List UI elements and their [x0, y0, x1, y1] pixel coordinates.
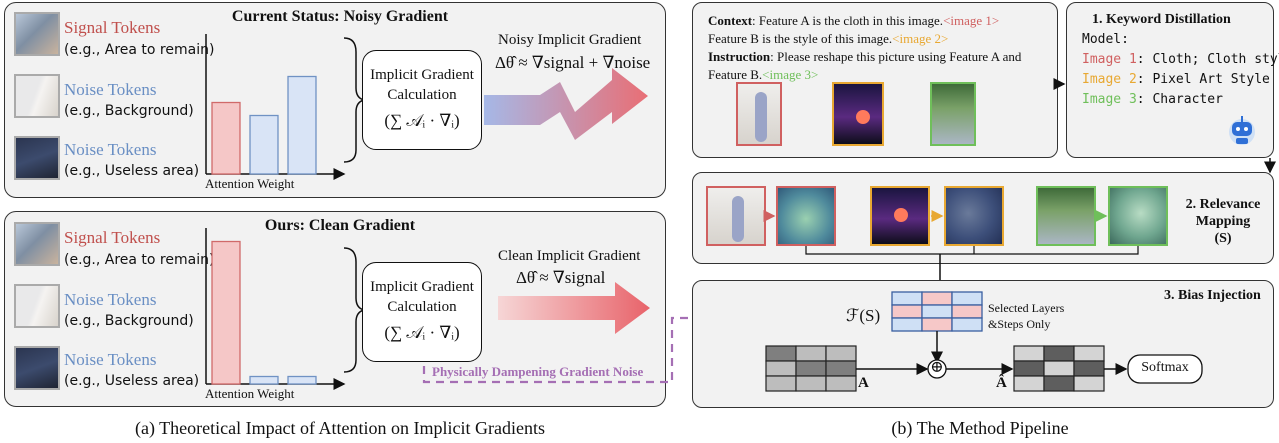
selected-layers-label: Selected Layers &Steps Only — [988, 300, 1064, 332]
noisy-calc-line1: Implicit Gradient — [370, 67, 474, 83]
noise-token-thumb-useless-ours — [14, 346, 60, 390]
instruction-text: : Please reshape this picture using Feat… — [708, 49, 1022, 82]
relevance-map-2 — [944, 186, 1004, 246]
noise-token-example-2: (e.g., Useless area) — [64, 163, 200, 179]
noisy-gradient-title: Noisy Implicit Gradient — [498, 32, 642, 48]
relevance-map-3 — [1108, 186, 1168, 246]
a-hat-matrix — [1013, 345, 1105, 392]
relevance-title: 2. Relevance Mapping (S) — [1176, 196, 1270, 247]
a-hat-label: Â — [996, 375, 1007, 391]
relevance-source-1 — [706, 186, 766, 246]
signal-token-label-ours: Signal Tokens — [64, 228, 161, 247]
clean-axis-label: Attention Weight — [205, 386, 295, 401]
dampening-label: Physically Dampening Gradient Noise — [432, 364, 644, 379]
image3-tag: <image 3> — [762, 67, 819, 82]
bias-title: 3. Bias Injection — [1164, 288, 1261, 303]
context-image-3 — [930, 82, 976, 146]
keyword-title: 1. Keyword Distillation — [1092, 12, 1231, 27]
relevance-title-2: Mapping — [1195, 214, 1251, 229]
image1-tag: <image 1> — [943, 13, 1000, 28]
noise-token-thumb-background — [14, 74, 60, 118]
noisy-panel-title: Current Status: Noisy Gradient — [231, 8, 449, 25]
clean-gradient-arrow — [498, 282, 650, 334]
noise-token-label-1: Noise Tokens — [64, 80, 157, 99]
context-image-1 — [736, 82, 782, 146]
selected-line-1: Selected Layers — [988, 301, 1065, 315]
keyword-model-label: Model: — [1082, 32, 1129, 47]
noise-token-thumb-useless — [14, 136, 60, 180]
clean-gradient-title: Clean Implicit Gradient — [498, 248, 641, 264]
noisy-axis-label: Attention Weight — [205, 176, 295, 191]
context-text-block: Context: Feature A is the cloth in this … — [708, 12, 1053, 84]
plus-symbol: ⊕ — [930, 359, 944, 376]
signal-token-label: Signal Tokens — [64, 18, 161, 37]
relevance-title-3: (S) — [1214, 231, 1232, 246]
noisy-calc-line2: Calculation — [387, 87, 457, 103]
keyword-item-2-text: : Pixel Art Style — [1136, 72, 1270, 87]
clean-calc-formula: (∑ 𝒜ᵢ · ∇ᵢ) — [384, 323, 460, 342]
keyword-item-1-tag: Image 1 — [1082, 52, 1137, 67]
noisy-calc-box: Implicit Gradient Calculation (∑ 𝒜ᵢ · ∇ᵢ… — [362, 50, 482, 150]
noisy-bar-noise-1 — [249, 114, 279, 175]
signal-token-thumb — [14, 12, 60, 56]
image2-tag: <image 2> — [892, 31, 949, 46]
clean-bar-noise-1 — [249, 375, 279, 385]
clean-bar-noise-2 — [287, 375, 317, 385]
noise-token-example-1-ours: (e.g., Background) — [64, 313, 194, 329]
signal-token-thumb-ours — [14, 222, 60, 266]
noisy-bar-signal — [211, 101, 241, 175]
fs-matrix — [891, 291, 983, 332]
softmax-label: Softmax — [1141, 360, 1189, 375]
selected-line-2: &Steps Only — [988, 317, 1051, 331]
a-matrix — [765, 345, 857, 392]
keyword-item-3-text: : Character — [1136, 92, 1223, 107]
relevance-source-2 — [870, 186, 930, 246]
caption-left: (a) Theoretical Impact of Attention on I… — [134, 418, 546, 438]
fs-label: ℱ(S) — [846, 306, 881, 325]
noisy-calc-formula: (∑ 𝒜ᵢ · ∇ᵢ) — [384, 111, 460, 130]
softmax-box — [1127, 354, 1203, 384]
noise-token-label-2-ours: Noise Tokens — [64, 350, 157, 369]
instruction-prefix: Instruction — [708, 49, 771, 64]
signal-token-example: (e.g., Area to remain) — [64, 42, 215, 58]
relevance-map-1 — [776, 186, 836, 246]
relevance-title-1: 2. Relevance — [1185, 197, 1261, 212]
noise-token-thumb-background-ours — [14, 284, 60, 328]
noise-token-label-2: Noise Tokens — [64, 140, 157, 159]
noisy-gradient-arrow — [484, 68, 648, 140]
noise-token-example-2-ours: (e.g., Useless area) — [64, 373, 200, 389]
feature-b-text: Feature B is the style of this image. — [708, 31, 893, 46]
keyword-item-1: Image 1: Cloth; Cloth style — [1082, 52, 1279, 67]
keyword-item-3-tag: Image 3 — [1082, 92, 1137, 107]
caption-right: (b) The Method Pipeline — [891, 418, 1069, 438]
a-label: A — [858, 375, 869, 391]
clean-bar-signal — [211, 240, 241, 385]
context-image-2 — [832, 82, 884, 146]
dampening-dashed-line — [422, 309, 843, 384]
noisy-bar-noise-2 — [287, 75, 317, 175]
clean-gradient-formula: Δθ̂ ≈ ∇signal — [516, 268, 606, 287]
relevance-source-3 — [1036, 186, 1096, 246]
keyword-item-2-tag: Image 2 — [1082, 72, 1137, 87]
context-text: : Feature A is the cloth in this image. — [752, 13, 944, 28]
signal-token-example-ours: (e.g., Area to remain) — [64, 252, 215, 268]
noisy-gradient-formula: Δθ̂ ≈ ∇signal + ∇noise — [495, 53, 651, 72]
clean-calc-line2: Calculation — [387, 299, 457, 315]
context-prefix: Context — [708, 13, 753, 28]
clean-calc-box: Implicit Gradient Calculation (∑ 𝒜ᵢ · ∇ᵢ… — [362, 262, 482, 362]
clean-calc-line1: Implicit Gradient — [370, 279, 474, 295]
noise-token-example-1: (e.g., Background) — [64, 103, 194, 119]
keyword-item-2: Image 2: Pixel Art Style — [1082, 72, 1270, 87]
clean-panel-title: Ours: Clean Gradient — [264, 217, 416, 234]
keyword-item-3: Image 3: Character — [1082, 92, 1223, 107]
keyword-item-1-text: : Cloth; Cloth style — [1136, 52, 1279, 67]
noise-token-label-1-ours: Noise Tokens — [64, 290, 157, 309]
